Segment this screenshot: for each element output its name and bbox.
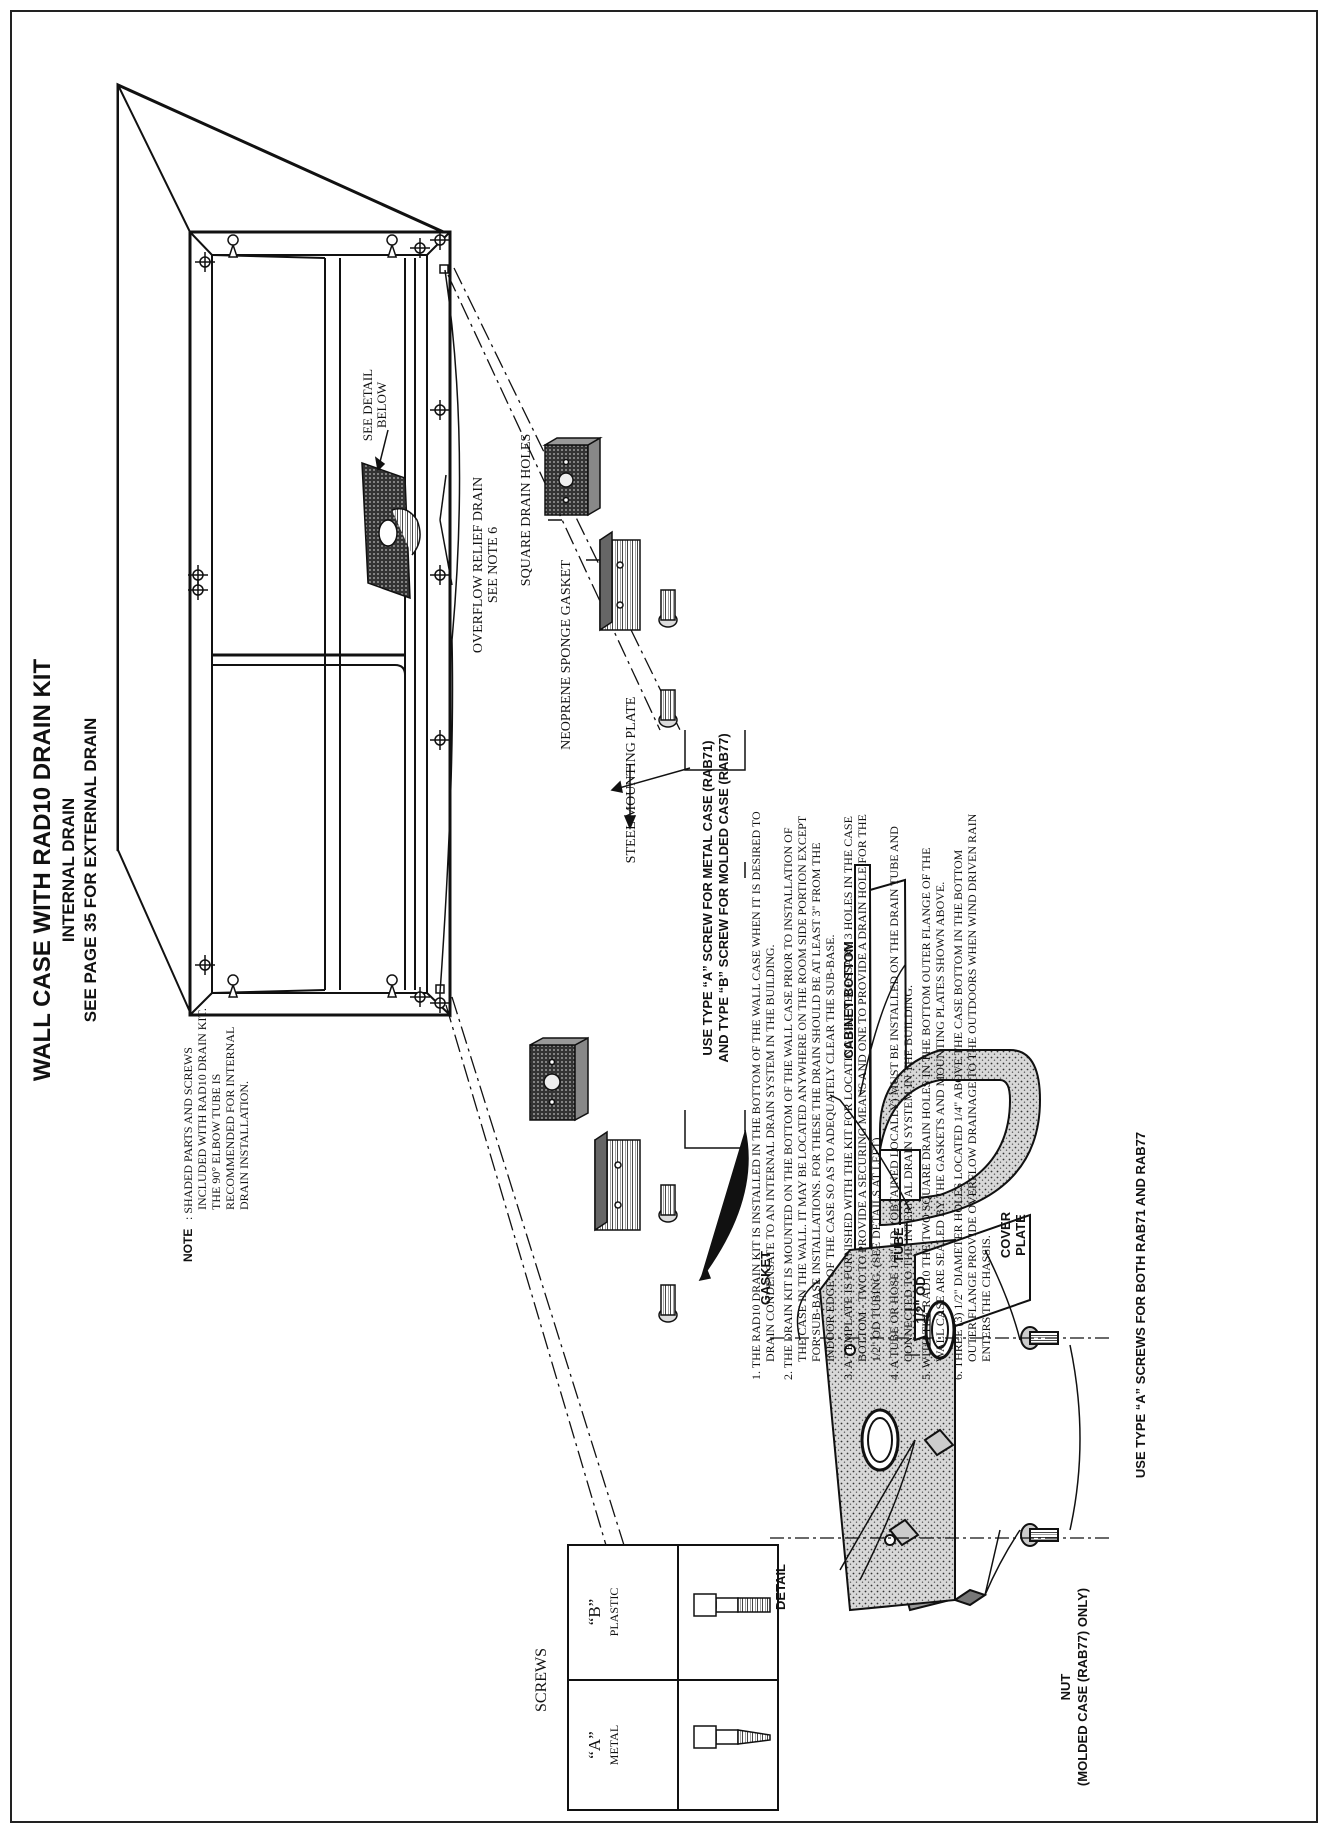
note-text: INDOOR EDGE OF THE CASE SO AS TO ADEQUAT… [823,935,837,1363]
screws-col-a-letter: “A” [585,1731,604,1758]
callout-overflow: OVERFLOW RELIEF DRAIN [471,477,486,653]
screws-col-b-material: PLASTIC [607,1588,621,1637]
note-text: 1/2" OD TUBING. (SEE DETAILS AT LEFT) [869,1138,883,1362]
note-text: 3. A TEMPLATE IS FURNISHED WITH THE KIT … [841,816,855,1380]
wall-case-drawing [116,82,452,1018]
callout-steel-plate: STEEL MOUNTING PLATE [624,697,639,864]
note-text: CONNECTED TO THE INTERNAL DRAIN SYSTEM I… [901,985,915,1362]
note-text: 1. THE RAD10 DRAIN KIT IS INSTALLED IN T… [749,811,763,1380]
screw-note-bracket [684,730,746,771]
callout-cover-plate: PLATE [1013,1214,1028,1256]
screw-note-bracket [684,1110,746,1149]
callout-gasket: GASKET [758,1251,773,1305]
callout-cabinet-bottom: CABINET BOTTOM [841,941,856,1058]
screw-note-leader [698,1129,749,1282]
left-gasket-assembly [529,1036,678,1323]
screws-table-title: SCREWS [533,1648,550,1712]
note-text: 4. A TUBE OR HOSE 1/2" I.D. (OBTAINED LO… [887,826,901,1380]
square-drain-hole [439,264,449,274]
note-text: DRAIN CONDENSATE TO AN INTERNAL DRAIN SY… [763,944,777,1362]
title-block: WALL CASE WITH RAD10 DRAIN KIT INTERNAL … [29,659,100,1082]
callout-type-a-both: USE TYPE “A” SCREWS FOR BOTH RAB71 AND R… [1133,1132,1148,1478]
callout-screw-type: AND TYPE “B” SCREW FOR MOLDED CASE (RAB7… [716,733,731,1062]
screws-col-b-letter: “B” [585,1599,604,1625]
note-line: : SHADED PARTS AND SCREWS [181,1047,195,1220]
screws-table [567,1544,779,1811]
gasket-detail [770,964,1110,1612]
callout-tube: TUBE [891,1227,906,1263]
keyhole-slots [227,234,398,998]
page-border [10,10,1318,1823]
numbered-notes: 1. THE RAD10 DRAIN KIT IS INSTALLED IN T… [749,811,993,1380]
screw-icon-plastic [693,1593,771,1617]
note-text: WALL CASE ARE SEALED BY THE GASKETS AND … [933,882,947,1362]
drain-kit-in-case [361,461,421,600]
callout-nut: NUT [1058,1674,1073,1701]
callout-nut: (MOLDED CASE (RAB77) ONLY) [1075,1588,1090,1786]
note-text: ENTERS THE CHASSIS. [979,1235,993,1362]
title-sub1: INTERNAL DRAIN [59,798,78,942]
note-line: INCLUDED WITH RAD10 DRAIN KIT. [195,1008,209,1210]
callout-leaders [374,269,746,994]
note-text: 5. WITH THE RAD10 THE TWO SQUARE DRAIN H… [919,848,933,1380]
note-text: BOTTOM - TWO TO PROVIDE A SECURING MEANS… [855,814,869,1362]
callout-detail: DETAIL [773,1564,788,1610]
callout-screw-type: USE TYPE “A” SCREW FOR METAL CASE (RAB71… [700,740,715,1055]
callout-overflow: SEE NOTE 6 [486,527,501,603]
screws-col-a-material: METAL [607,1725,621,1765]
mounting-holes [188,230,450,1013]
right-gasket-assembly [542,436,678,728]
note-block: NOTE : SHADED PARTS AND SCREWS INCLUDED … [181,1008,251,1262]
callout-cover-plate: COVER [998,1211,1013,1258]
note-label: NOTE [181,1229,195,1262]
note-line: RECOMMENDED FOR INTERNAL [223,1027,237,1210]
note-text: 6. THREE (3) 1/2" DIAMETER HOLES LOCATED… [951,849,965,1380]
title-sub2: SEE PAGE 35 FOR EXTERNAL DRAIN [81,718,100,1022]
callout-see-detail: BELOW [374,381,389,428]
note-text: 2. THE DRAIN KIT IS MOUNTED ON THE BOTTO… [781,827,795,1380]
callout-see-detail: SEE DETAIL [360,369,375,441]
screw-icon-metal [693,1725,771,1749]
note-text: OUTER FLANGE PROVIDE OVERFLOW DRAINAGE T… [965,813,979,1362]
note-text: FOR SUB-BASE INSTALLATIONS. FOR THESE TH… [809,842,823,1362]
callout-square-drain: SQUARE DRAIN HOLES [519,434,534,586]
note-line: DRAIN INSTALLATION. [237,1081,251,1210]
note-line: THE 90° ELBOW TUBE IS [209,1074,223,1210]
callout-neoprene: NEOPRENE SPONGE GASKET [559,560,574,750]
title-main: WALL CASE WITH RAD10 DRAIN KIT [29,659,56,1082]
note-text: THE CASE IN THE WALL. IT MAY BE LOCATED … [795,815,809,1362]
callout-half-od: 1/2" OD [913,1276,928,1323]
